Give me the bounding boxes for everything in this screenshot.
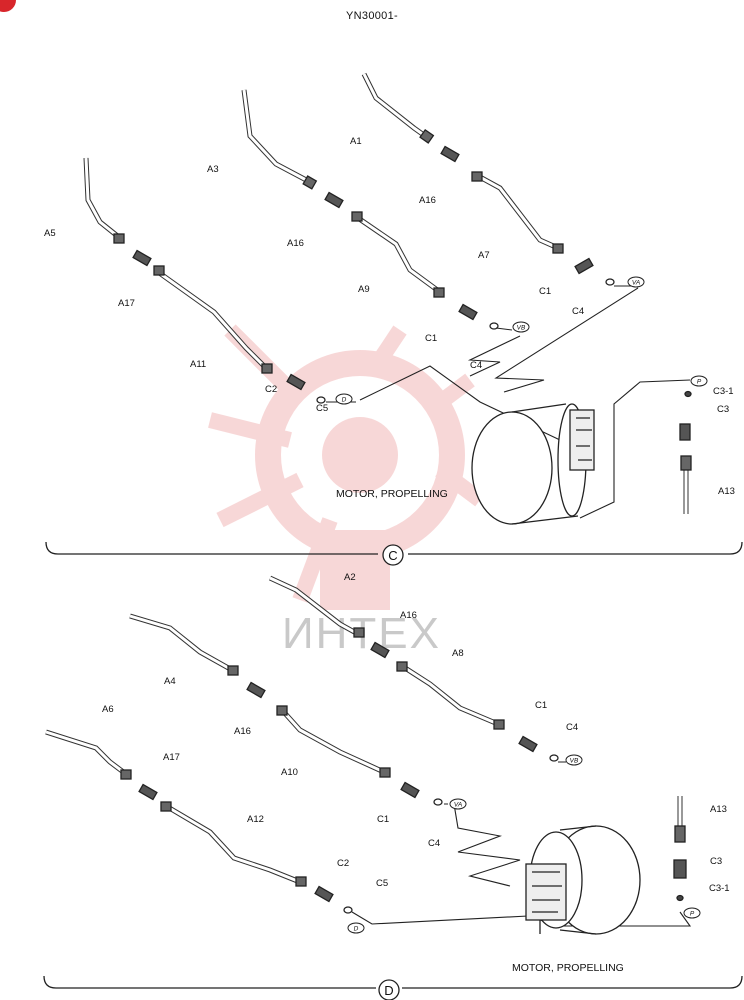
label-c2: C2: [265, 384, 277, 395]
label-a16-right: A16: [419, 195, 436, 206]
hose-a9: [356, 215, 442, 295]
label-c1-lower: C1: [425, 333, 437, 344]
fitting-a16-middle: [324, 191, 344, 209]
label-c1-upper: C1: [539, 286, 551, 297]
label-a8: A8: [452, 648, 464, 659]
port-d-d: D: [354, 926, 359, 933]
oring-c3-1-lower: [676, 894, 684, 902]
fitting-c1-lower: [458, 303, 478, 321]
document-code: YN30001-: [346, 10, 398, 22]
port-p-c: P: [697, 379, 702, 386]
section-d-labels: A2 A16 A8 A4 A16 C1 C4 A6 A17 A10 C1 C4 …: [102, 572, 730, 974]
motor-propelling-d: [525, 825, 641, 935]
label-a10: A10: [281, 767, 298, 778]
fitting-c1-upper: [574, 257, 594, 275]
fitting-c2-upper: [286, 373, 306, 391]
label-c1-upper-d: C1: [535, 700, 547, 711]
label-c3-1-d: C3-1: [709, 883, 730, 894]
fitting-c1-upper-d: [518, 735, 538, 753]
section-c-parts: [83, 72, 692, 525]
label-a17: A17: [118, 298, 135, 309]
fitting-c3-upper: [679, 423, 691, 441]
label-a7: A7: [478, 250, 490, 261]
fitting-a16-lower-d: [246, 681, 266, 699]
port-vb-c: VB: [517, 325, 526, 332]
label-a16-lower-d: A16: [234, 726, 251, 737]
label-a16-left: A16: [287, 238, 304, 249]
label-c5: C5: [316, 403, 328, 414]
label-a11: A11: [190, 359, 206, 370]
oring-c5-d: [343, 906, 353, 914]
label-a17-d: A17: [163, 752, 180, 763]
fitting-a16-upper-d: [370, 641, 390, 659]
label-c1-lower-d: C1: [377, 814, 389, 825]
label-a12: A12: [247, 814, 264, 825]
label-c3: C3: [717, 404, 729, 415]
label-c2-d: C2: [337, 858, 349, 869]
section-d-marker: D: [384, 983, 393, 998]
hose-a6: [45, 729, 128, 776]
section-c-marker: C: [388, 548, 397, 563]
fitting-c1-lower-d: [400, 781, 420, 799]
hose-a10: [280, 708, 386, 775]
label-c3-d: C3: [710, 856, 722, 867]
label-c4-upper-d: C4: [566, 722, 578, 733]
section-d-bracket: [43, 975, 743, 1000]
fitting-c3-lower: [673, 859, 687, 879]
label-c3-1: C3-1: [713, 386, 734, 397]
watermark-logo: [208, 324, 485, 610]
title-motor-propelling-d: MOTOR, PROPELLING: [512, 962, 624, 974]
fitting-a16-upper: [440, 145, 460, 163]
oring-c3-1-upper: [684, 390, 692, 398]
label-c4-upper: C4: [572, 306, 584, 317]
label-a6: A6: [102, 704, 114, 715]
label-c4-lower-d: C4: [428, 838, 440, 849]
fitting-c2-d: [314, 885, 334, 903]
label-a3: A3: [207, 164, 219, 175]
corner-badge-text: 10: [1, 0, 11, 1]
label-a5: A5: [44, 228, 56, 239]
section-c-labels: A1 A3 A5 A16 A16 A7 A9 A17 A11 C1 C4 C1 …: [44, 136, 735, 500]
label-c5-d: C5: [376, 878, 388, 889]
section-c-bracket: [45, 541, 743, 566]
label-a13-d: A13: [710, 804, 727, 815]
port-va-d: VA: [454, 802, 462, 809]
title-motor-propelling-c: MOTOR, PROPELLING: [336, 488, 448, 500]
oring-c4-lower: [489, 322, 499, 330]
fitting-a17-upper: [132, 249, 152, 267]
oring-c5-upper: [316, 396, 326, 404]
hose-a1: [361, 72, 430, 141]
fitting-a17-d: [138, 783, 158, 801]
oring-c4-upper-d: [549, 754, 559, 762]
port-vb-d: VB: [570, 758, 579, 765]
label-a16-upper-d: A16: [400, 610, 417, 621]
oring-c4-upper: [605, 278, 615, 286]
port-p-d: P: [690, 911, 695, 918]
section-c-ports: VA VB D P: [335, 276, 708, 405]
port-d-c: D: [342, 397, 347, 404]
label-a1: A1: [350, 136, 362, 147]
label-a9: A9: [358, 284, 370, 295]
label-a2: A2: [344, 572, 356, 583]
label-a13: A13: [718, 486, 735, 497]
oring-c4-lower-d: [433, 798, 443, 806]
motor-propelling-c: [471, 403, 595, 525]
section-d-ports: VB VA D P: [347, 754, 701, 934]
port-va-c: VA: [632, 280, 640, 287]
section-d-parts: [45, 575, 692, 935]
label-a4: A4: [164, 676, 176, 687]
hose-a3: [241, 89, 312, 185]
label-c4-lower: C4: [470, 360, 482, 371]
